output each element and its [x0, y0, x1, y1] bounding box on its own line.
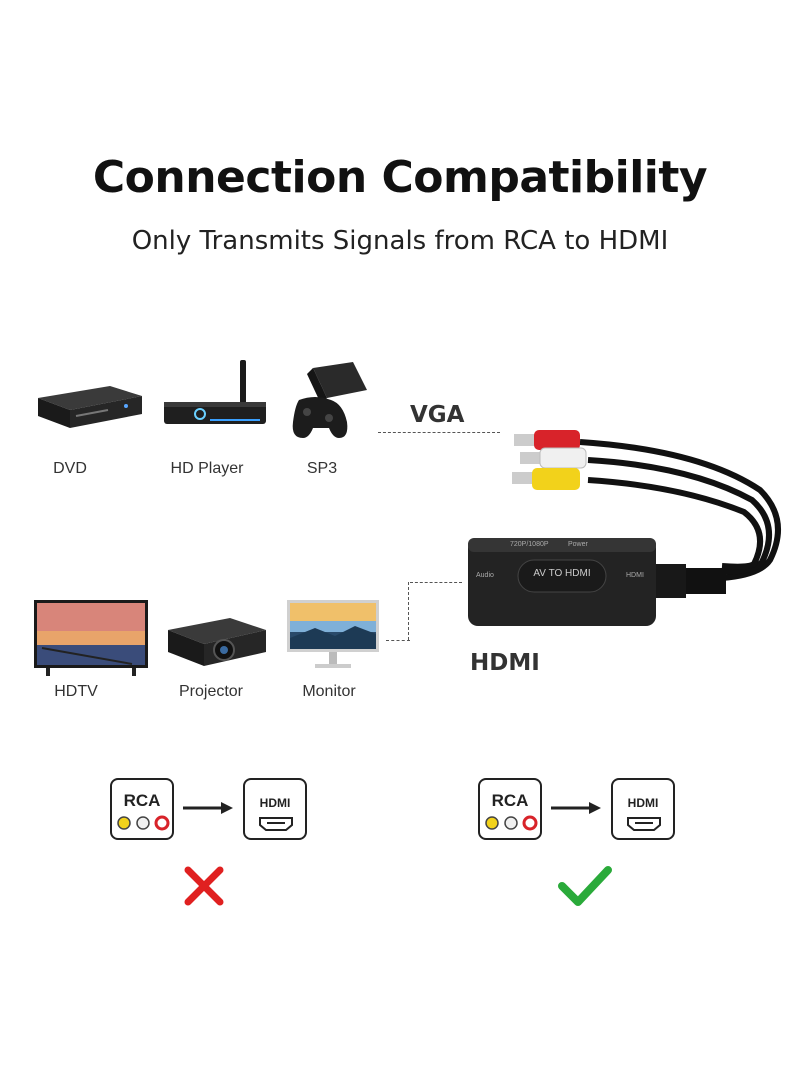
dvd-player-icon	[38, 386, 142, 428]
source-label-sp3: SP3	[306, 460, 338, 477]
adapter-resolution-label: 720P/1080P	[510, 541, 549, 548]
arrow-right-icon	[551, 802, 601, 814]
output-connector-line-vertical	[408, 582, 409, 640]
source-label-dvd: DVD	[53, 460, 87, 477]
hdmi-box-right: HDMI	[611, 778, 675, 840]
adapter-audio-label: Audio	[476, 572, 494, 579]
rca-label-right: RCA	[491, 791, 529, 810]
page-subtitle: Only Transmits Signals from RCA to HDMI	[131, 226, 669, 256]
hdmi-label-left: HDMI	[259, 796, 291, 810]
input-port-label: VGA	[410, 402, 465, 428]
output-connector-line-top	[410, 582, 462, 583]
input-connector-line	[378, 432, 500, 433]
adapter-power-label: Power	[568, 541, 588, 548]
page-title: Connection Compatibility	[92, 152, 708, 203]
rca-label-left: RCA	[123, 791, 161, 810]
check-icon	[558, 866, 612, 906]
rca-box-right: RCA	[478, 778, 542, 840]
display-label-hdtv: HDTV	[54, 683, 98, 700]
hdtv-icon	[34, 600, 148, 676]
adapter-face-label: AV TO HDMI	[533, 568, 591, 579]
output-port-label: HDMI	[470, 650, 540, 676]
rca-box-left: RCA	[110, 778, 174, 840]
hdmi-port-icon	[627, 817, 661, 831]
output-connector-line-bottom	[386, 640, 410, 641]
projector-icon	[168, 618, 266, 666]
rca-jacks-icon	[485, 815, 538, 831]
monitor-icon	[287, 600, 379, 668]
game-console-icon	[292, 362, 367, 438]
cross-icon	[184, 866, 224, 906]
source-label-hd-player: HD Player	[170, 460, 244, 477]
av-to-hdmi-adapter	[468, 430, 781, 626]
adapter-hdmi-label: HDMI	[626, 572, 644, 579]
arrow-right-icon	[183, 802, 233, 814]
display-label-monitor: Monitor	[302, 683, 356, 700]
hd-player-icon	[164, 360, 266, 424]
hdmi-port-icon	[259, 817, 293, 831]
hdmi-label-right: HDMI	[627, 796, 659, 810]
hdmi-box-left: HDMI	[243, 778, 307, 840]
rca-jacks-icon	[117, 815, 170, 831]
display-label-projector: Projector	[178, 683, 244, 700]
